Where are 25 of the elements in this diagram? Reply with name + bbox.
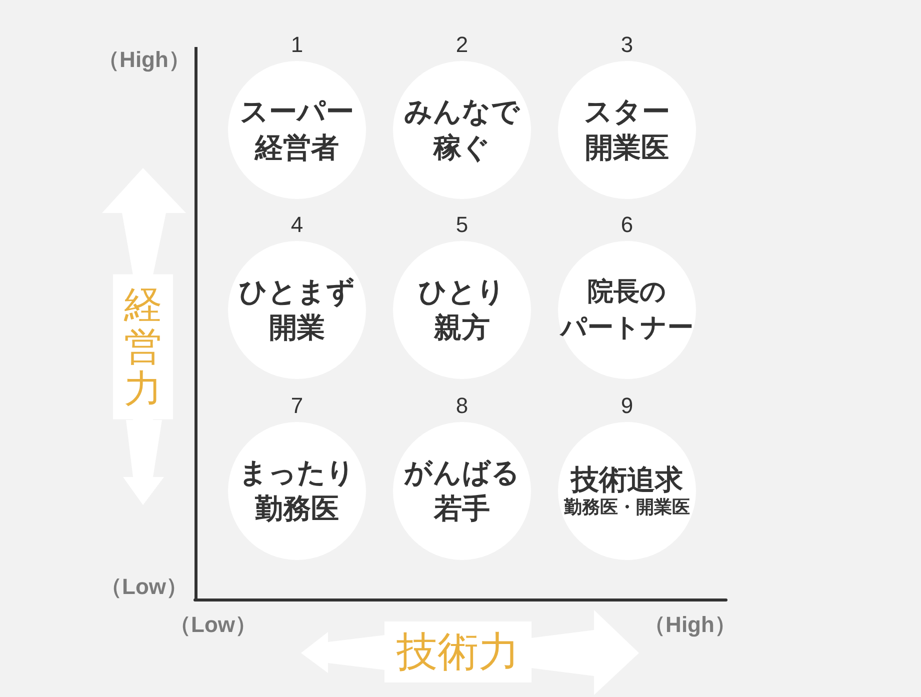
circle-label: まったり勤務医 — [239, 455, 355, 527]
circle-sublabel: 勤務医・開業医 — [564, 497, 690, 519]
number-label: 3 — [620, 33, 634, 57]
number-label: 1 — [290, 33, 304, 57]
axis-end-label: （Low） — [169, 611, 257, 639]
number-label: 5 — [456, 213, 468, 237]
number-label: 4 — [290, 213, 304, 237]
axis-end-label: （High） — [644, 611, 736, 639]
number-label: 7 — [290, 394, 304, 418]
number-label: 8 — [456, 394, 468, 418]
circle-label: みんなで稼ぐ — [404, 94, 520, 166]
axis-title: 技術力 — [384, 621, 532, 683]
axis-title: 経営力 — [113, 274, 173, 420]
circle-label: ひとり親方 — [418, 274, 506, 346]
axis-end-label: （High） — [98, 46, 190, 74]
circle-label: 技術追求 — [571, 463, 683, 497]
number-label: 6 — [620, 213, 634, 237]
circle-label: スター開業医 — [584, 94, 670, 166]
axis-end-label: （Low） — [100, 573, 188, 601]
circle-label: 院長のパートナー — [560, 276, 694, 345]
circle-label: ひとまず開業 — [239, 274, 355, 346]
number-label: 9 — [620, 394, 634, 418]
circle-label: がんばる若手 — [404, 455, 520, 527]
circle-label: スーパー経営者 — [240, 94, 354, 166]
number-label: 2 — [456, 33, 468, 57]
